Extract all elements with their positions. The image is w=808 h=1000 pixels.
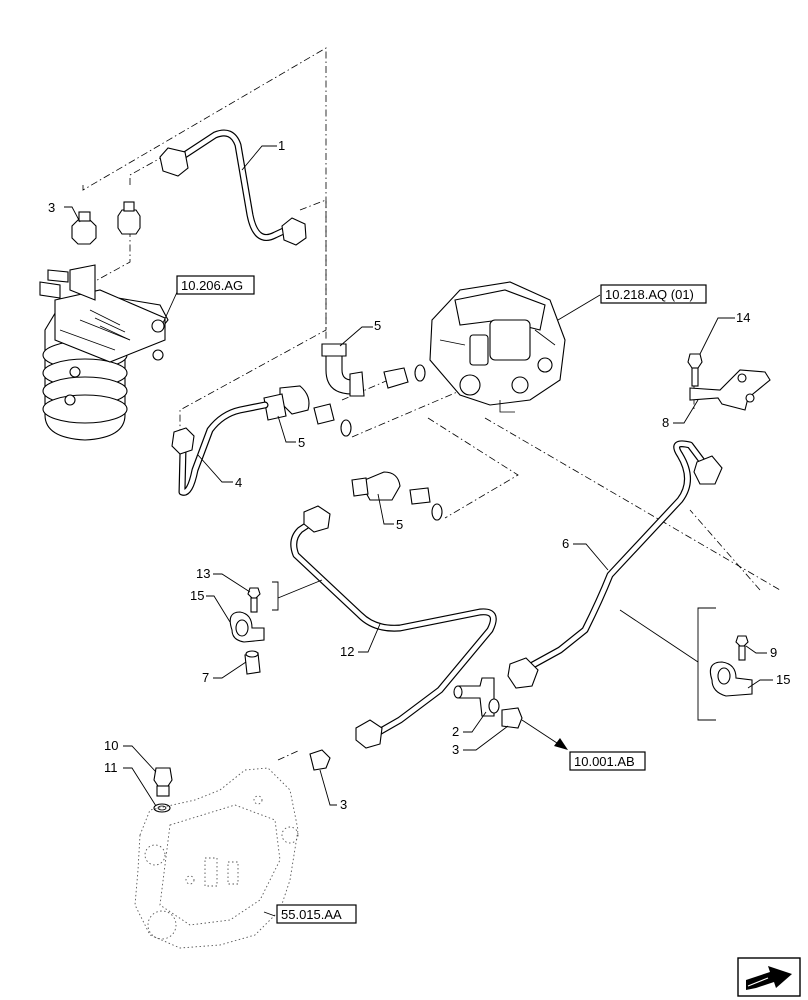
callout-13: 13 — [196, 566, 210, 581]
reference-boxes: 10.206.AG 10.218.AQ (01) 10.001.AB 55.01… — [176, 275, 707, 924]
clamp-group-right — [619, 607, 753, 721]
bracket-8 — [687, 353, 771, 411]
callout-8: 8 — [662, 415, 669, 430]
callout-6: 6 — [562, 536, 569, 551]
callout-5-c: 5 — [396, 517, 403, 532]
callout-10: 10 — [104, 738, 118, 753]
clamp-group-left — [229, 579, 323, 675]
reference-55-015-aa[interactable]: 55.015.AA — [276, 904, 357, 924]
pipe-12 — [290, 505, 497, 749]
callout-15-b: 15 — [776, 672, 790, 687]
leader-lines — [64, 145, 773, 917]
fuel-filter — [39, 264, 169, 441]
reference-label: 55.015.AA — [281, 907, 342, 922]
callout-14: 14 — [736, 310, 750, 325]
callout-labels: 1 3 5 5 4 5 14 8 6 13 15 7 12 9 15 2 3 1… — [48, 138, 790, 812]
callout-1: 1 — [278, 138, 285, 153]
pipe-6 — [507, 440, 723, 689]
callout-3-b: 3 — [452, 742, 459, 757]
callout-3-a: 3 — [48, 200, 55, 215]
flow-arrow — [521, 719, 568, 750]
injection-pump — [429, 281, 566, 413]
reference-10-206-ag[interactable]: 10.206.AG — [176, 275, 255, 295]
pipe-1 — [159, 129, 307, 246]
elbow-fittings-5 — [263, 343, 443, 521]
callout-5-b: 5 — [298, 435, 305, 450]
next-page-arrow-icon[interactable] — [737, 957, 801, 997]
connector-3-top — [71, 201, 141, 245]
reference-10-001-ab[interactable]: 10.001.AB — [569, 751, 646, 771]
valve-plate — [134, 767, 299, 949]
callout-5-a: 5 — [374, 318, 381, 333]
reference-10-218-aq[interactable]: 10.218.AQ (01) — [600, 284, 707, 304]
callout-2: 2 — [452, 724, 459, 739]
callout-4: 4 — [235, 475, 242, 490]
callout-11: 11 — [104, 760, 118, 775]
tee-fitting-2 — [453, 677, 523, 729]
callout-3-c: 3 — [340, 797, 347, 812]
callout-9: 9 — [770, 645, 777, 660]
callout-12: 12 — [340, 644, 354, 659]
reference-label: 10.001.AB — [574, 754, 635, 769]
fittings-lower — [153, 749, 331, 813]
reference-label: 10.218.AQ (01) — [605, 287, 694, 302]
callout-7: 7 — [202, 670, 209, 685]
pipe-4 — [171, 401, 269, 496]
callout-15-a: 15 — [190, 588, 204, 603]
reference-label: 10.206.AG — [181, 278, 243, 293]
